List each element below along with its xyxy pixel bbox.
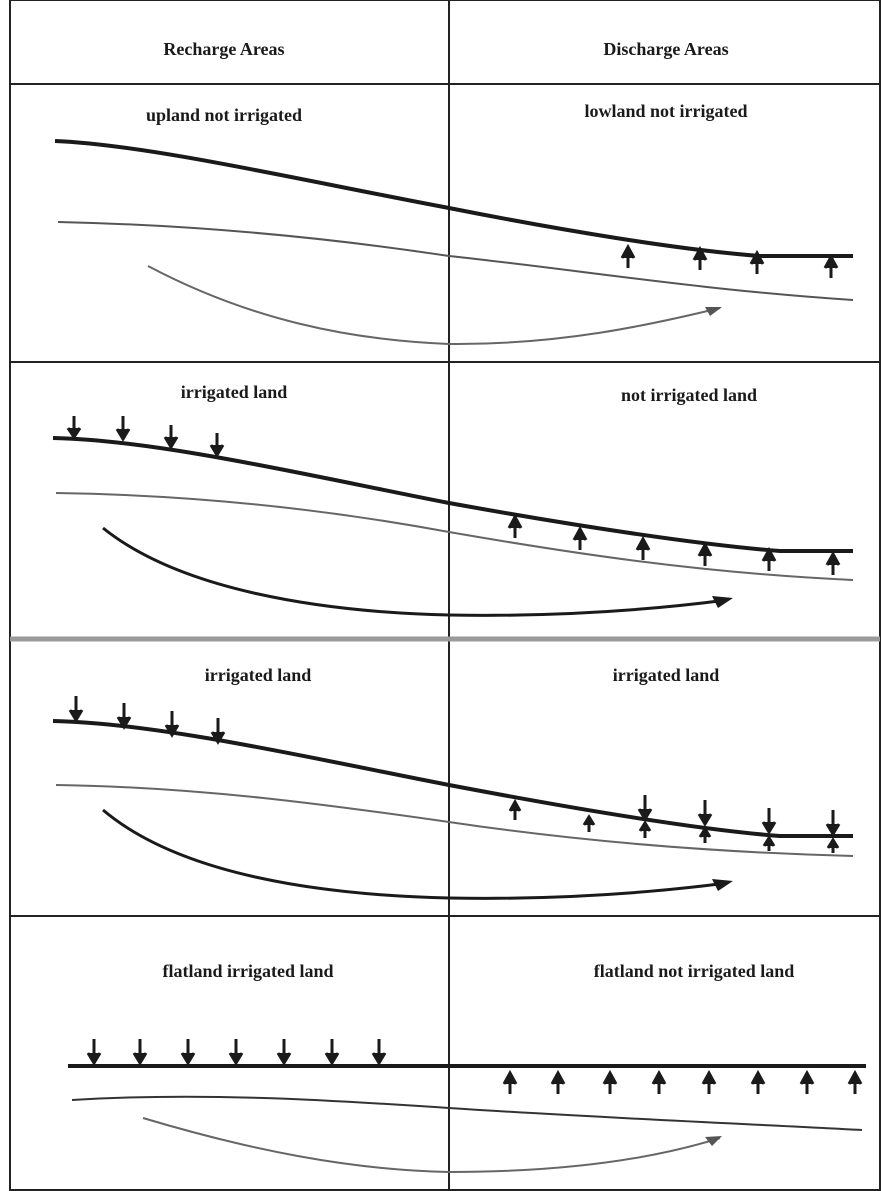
panel-1-water-table xyxy=(57,221,854,301)
up-arrow-icon xyxy=(761,546,777,571)
down-arrow-icon xyxy=(68,696,84,723)
down-arrow-icon xyxy=(86,1039,102,1066)
up-arrow-icon xyxy=(847,1069,863,1094)
panel-1-discharge-arrows xyxy=(620,243,839,278)
up-arrow-icon xyxy=(508,798,522,820)
up-arrow-icon xyxy=(602,1069,618,1094)
up-arrow-icon xyxy=(651,1069,667,1094)
up-arrow-icon xyxy=(750,1069,766,1094)
up-arrow-icon xyxy=(701,1069,717,1094)
down-arrow-icon xyxy=(761,808,777,835)
panel-4-left-label: flatland irrigated land xyxy=(162,961,333,981)
panel-3-left-label: irrigated land xyxy=(205,665,312,685)
panel-1-flow-arrowhead-icon xyxy=(705,307,722,316)
panel-3-right-label: irrigated land xyxy=(613,665,720,685)
down-arrow-icon xyxy=(276,1039,292,1066)
panel-2-infiltration-arrows xyxy=(66,416,225,458)
up-arrow-icon xyxy=(502,1069,518,1094)
panel-3-land-surface xyxy=(52,719,853,838)
down-arrow-icon xyxy=(697,800,713,827)
panel-4-discharge-arrows xyxy=(502,1069,863,1094)
up-arrow-icon xyxy=(550,1069,566,1094)
panel-4-infiltration-arrows xyxy=(86,1039,387,1066)
panel-2-water-table xyxy=(55,492,854,581)
up-arrow-icon xyxy=(638,820,652,838)
panel-1-land-surface xyxy=(54,139,853,258)
panel-1-left-label: upland not irrigated xyxy=(146,105,302,125)
up-arrow-icon xyxy=(799,1069,815,1094)
down-arrow-icon xyxy=(324,1039,340,1066)
down-arrow-icon xyxy=(209,433,225,458)
panel-3-discharge-arrows xyxy=(508,798,840,853)
panel-1-flow-path xyxy=(147,265,721,346)
panel-2-flow-arrowhead-icon xyxy=(712,596,733,608)
header-recharge-label: Recharge Areas xyxy=(163,39,284,59)
up-arrow-icon xyxy=(582,814,596,832)
down-arrow-icon xyxy=(66,416,82,440)
down-arrow-icon xyxy=(116,703,132,730)
up-arrow-icon xyxy=(635,535,651,560)
panel-2-land-surface xyxy=(52,436,853,553)
panel-2-flow-path xyxy=(102,526,728,617)
panel-2-right-label: not irrigated land xyxy=(621,385,757,405)
up-arrow-icon xyxy=(823,253,839,278)
down-arrow-icon xyxy=(210,718,226,745)
up-arrow-icon xyxy=(692,245,708,270)
down-arrow-icon xyxy=(115,416,131,442)
up-arrow-icon xyxy=(620,243,636,268)
down-arrow-icon xyxy=(164,711,180,738)
panel-2-left-label: irrigated land xyxy=(181,382,288,402)
up-arrow-icon xyxy=(826,837,840,853)
down-arrow-icon xyxy=(132,1039,148,1066)
panel-3-infiltration-arrows xyxy=(68,696,841,837)
down-arrow-icon xyxy=(180,1039,196,1066)
panel-4-right-label: flatland not irrigated land xyxy=(594,961,795,981)
panel-3-flow-path xyxy=(102,808,728,900)
down-arrow-icon xyxy=(637,795,653,822)
panel-4-water-table xyxy=(71,1095,863,1131)
down-arrow-icon xyxy=(371,1039,387,1066)
up-arrow-icon xyxy=(572,525,588,550)
panel-4-flow-arrowhead-icon xyxy=(705,1136,722,1146)
down-arrow-icon xyxy=(825,810,841,837)
up-arrow-icon xyxy=(762,835,776,851)
up-arrow-icon xyxy=(507,513,523,538)
outer-frame xyxy=(9,0,881,1191)
up-arrow-icon xyxy=(698,826,712,843)
panel-2-discharge-arrows xyxy=(507,513,841,575)
up-arrow-icon xyxy=(749,249,765,274)
down-arrow-icon xyxy=(228,1039,244,1066)
panel-1-right-label: lowland not irrigated xyxy=(584,101,747,121)
panel-3-flow-arrowhead-icon xyxy=(712,879,733,891)
panel-3-water-table xyxy=(55,784,854,857)
up-arrow-icon xyxy=(825,550,841,575)
down-arrow-icon xyxy=(163,425,179,450)
panel-4-flow-path xyxy=(142,1117,721,1174)
header-discharge-label: Discharge Areas xyxy=(603,39,728,59)
up-arrow-icon xyxy=(697,541,713,566)
